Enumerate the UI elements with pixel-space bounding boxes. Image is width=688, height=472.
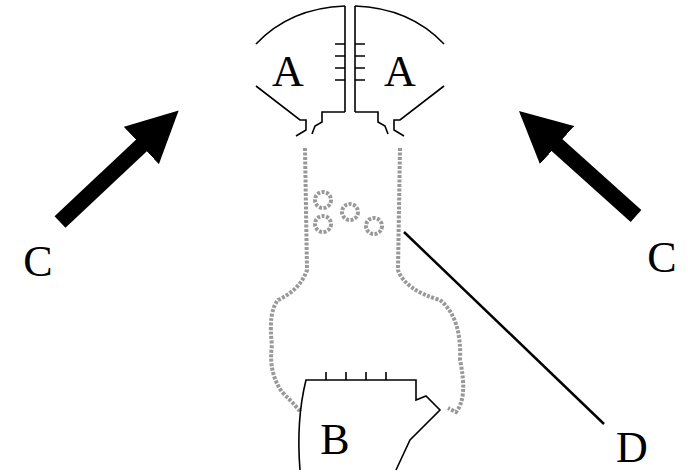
upper-cell [355, 6, 444, 136]
stimulus-arrow [60, 128, 636, 222]
part-letter: A [272, 50, 304, 94]
part-letter: B [320, 418, 349, 462]
part-letter: C [647, 236, 676, 280]
neuron-outline [271, 148, 463, 412]
lower-cell [299, 372, 440, 470]
upper-cell [256, 6, 345, 136]
part-letter: D [616, 426, 648, 470]
part-letter: C [23, 240, 52, 284]
leader-line [404, 232, 604, 424]
part-letter: A [384, 50, 416, 94]
